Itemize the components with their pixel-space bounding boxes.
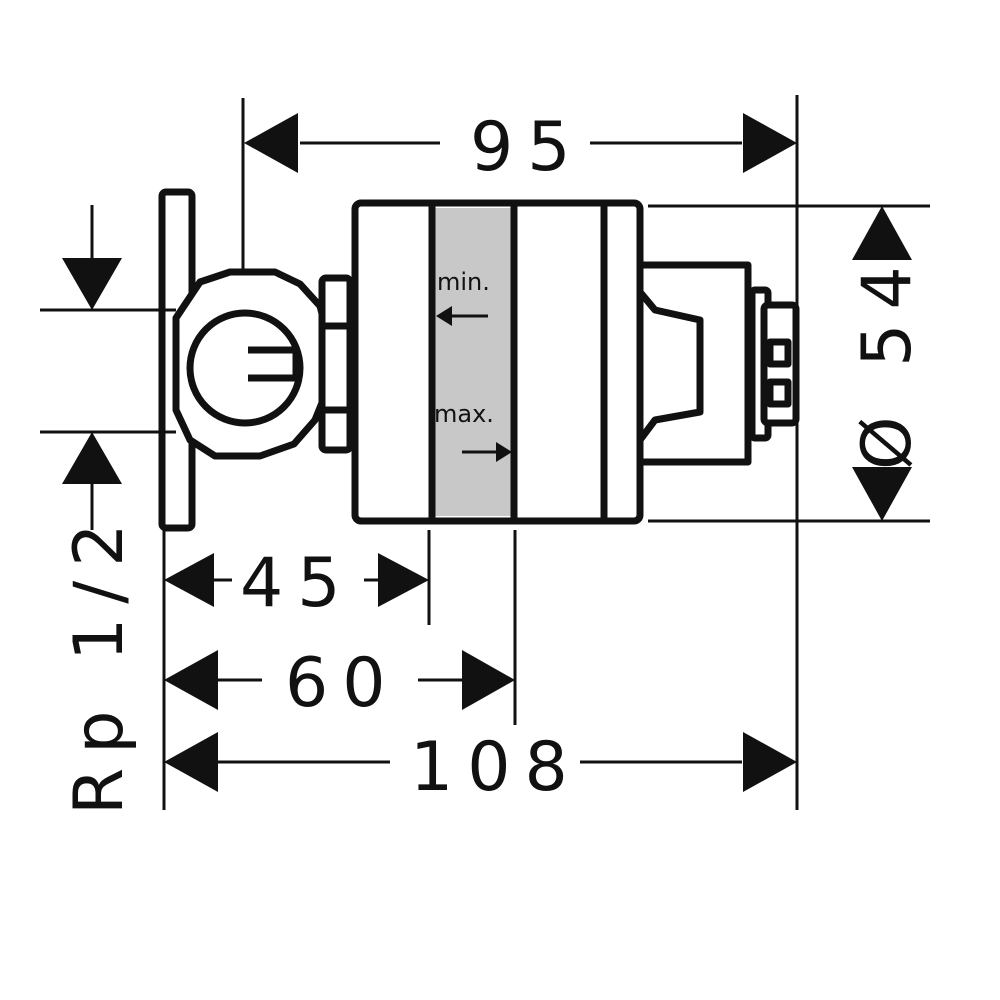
dim-arrow-60-left <box>164 650 218 710</box>
max-arrow-head <box>496 442 512 462</box>
dim-arrow-95-right <box>743 113 797 173</box>
dim-60-label: 60 <box>285 644 400 723</box>
dim-45-label: 45 <box>240 544 355 623</box>
outlet-stem <box>636 261 752 466</box>
coupling <box>318 274 354 454</box>
dim-arrow-60-right <box>462 650 515 710</box>
min-arrow-head <box>436 306 452 326</box>
dim-arrow-45-right <box>378 553 429 607</box>
dim-arrow-54-top <box>852 206 912 260</box>
dim-arrow-108-left <box>164 732 218 792</box>
min-label: min. <box>437 268 490 296</box>
inlet-port <box>186 309 304 427</box>
outlet-cap-slot <box>766 338 792 368</box>
max-label: max. <box>434 400 494 428</box>
dim-arrow-54-bottom <box>852 467 912 521</box>
dim-arrow-thread-top <box>62 258 122 310</box>
outlet-cap-slot <box>766 378 792 408</box>
dim-108-label: 108 <box>410 728 582 807</box>
thread-label: Rp 1/2 <box>60 510 139 815</box>
dim-arrow-95-left <box>244 113 298 173</box>
dim-95-label: 95 <box>470 108 585 187</box>
dim-arrow-108-right <box>743 732 797 792</box>
dim-arrow-thread-bottom <box>62 432 122 484</box>
adjustment-zone <box>432 208 514 516</box>
dim-54-label: Ø 54 <box>848 252 927 470</box>
inlet-port-detail <box>248 346 300 382</box>
dim-arrow-45-left <box>164 553 214 607</box>
